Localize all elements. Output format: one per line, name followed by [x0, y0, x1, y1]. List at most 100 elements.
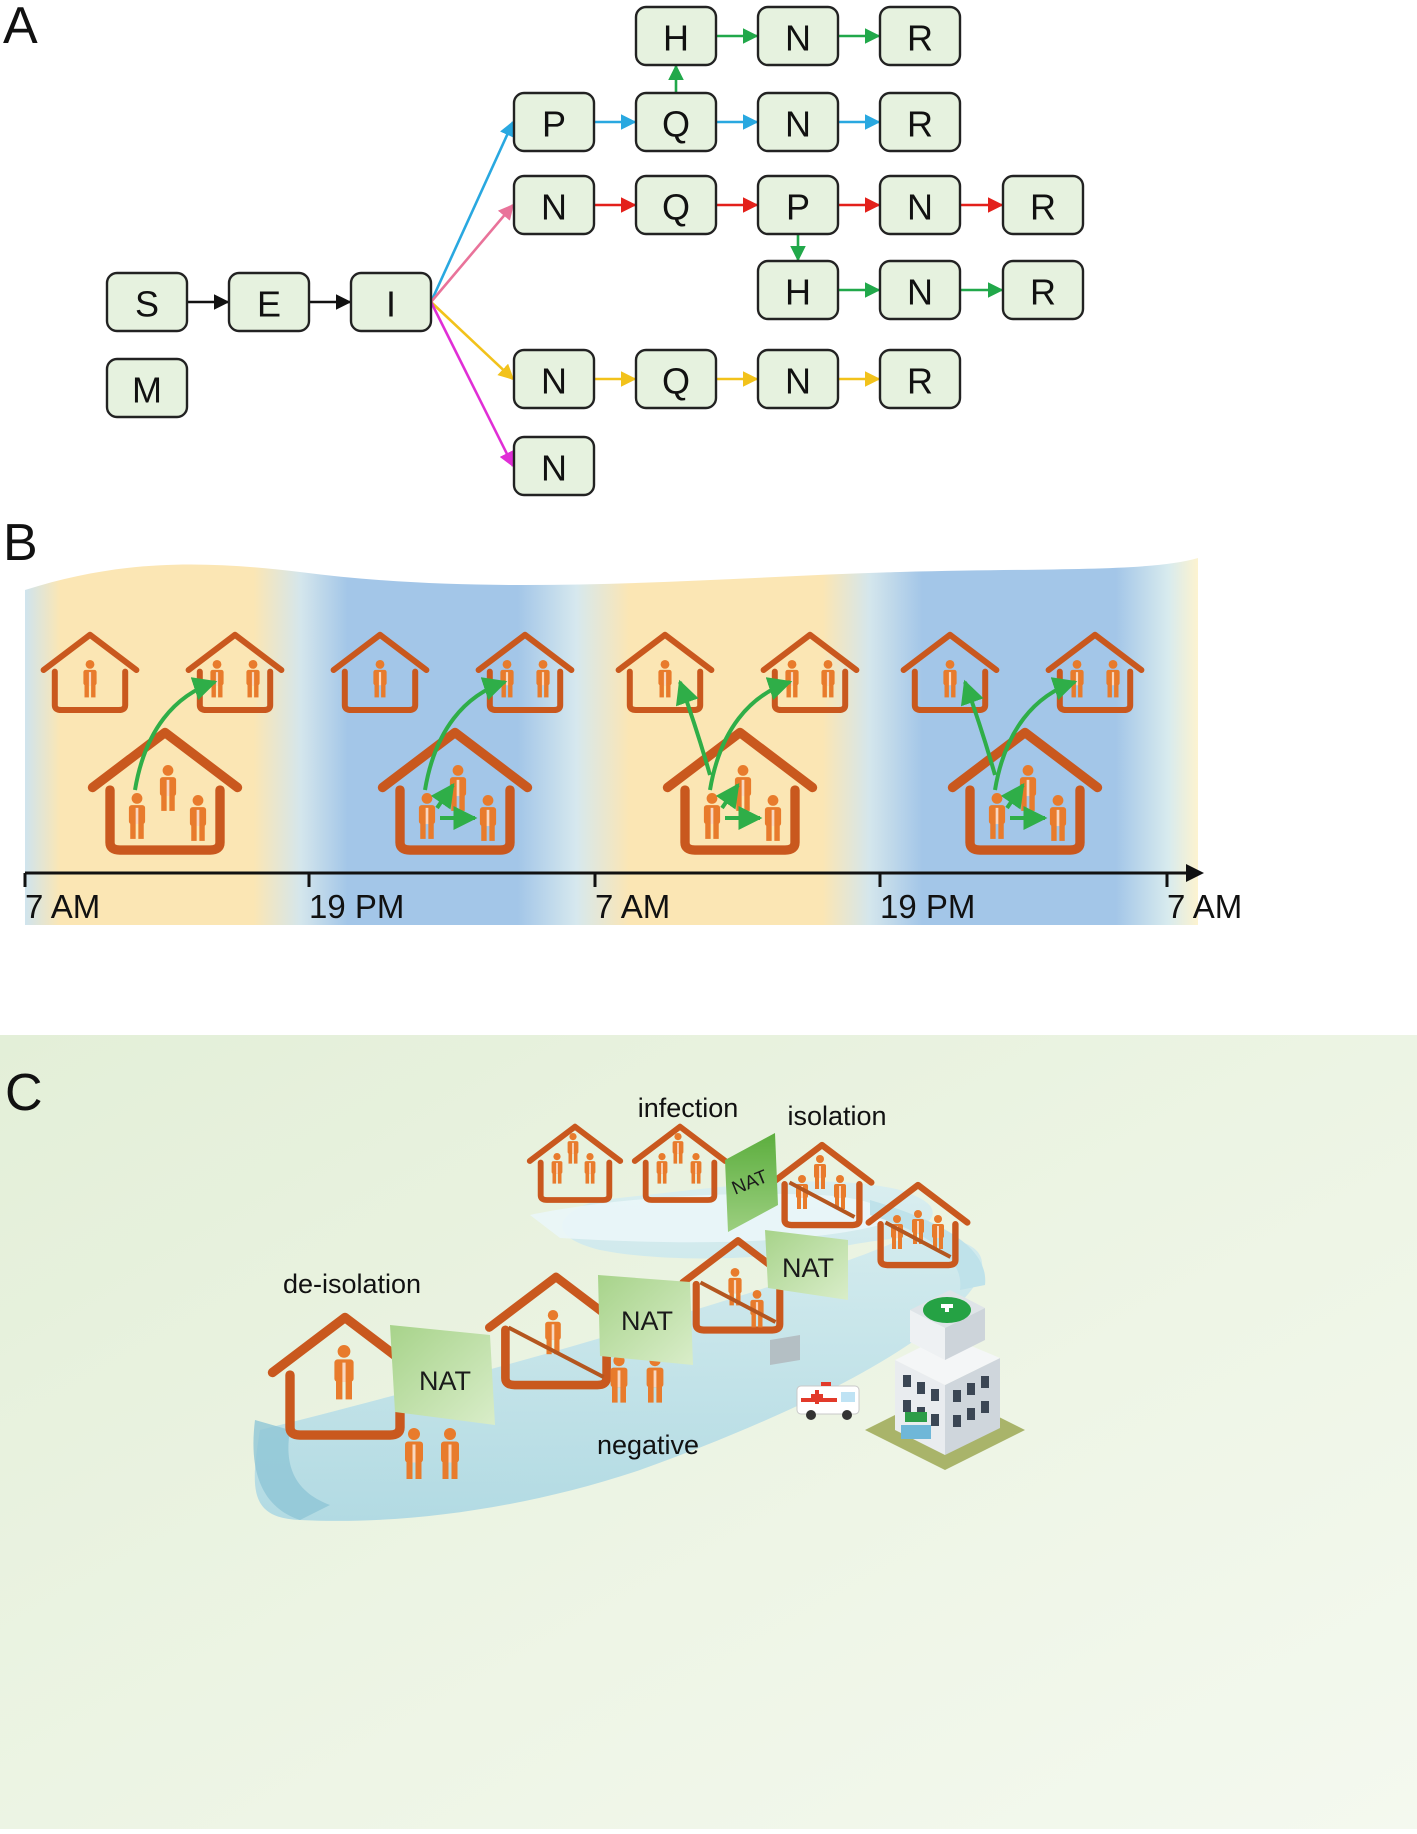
flow-node-label: Q	[662, 104, 690, 145]
flow-node-I: I	[349, 271, 433, 333]
person-icon	[764, 795, 782, 841]
person-icon	[672, 1133, 684, 1164]
travel-arrow	[708, 677, 793, 791]
person-icon	[545, 1310, 561, 1355]
svg-text:NAT: NAT	[419, 1366, 471, 1396]
return-arrow	[960, 679, 997, 776]
flow-node-b3r: R	[878, 348, 962, 410]
negative-people	[610, 1355, 664, 1403]
infection-arrow	[715, 783, 740, 810]
flow-node-b3n: N	[512, 348, 596, 410]
isolation-strike	[507, 1325, 605, 1379]
person-icon	[584, 1153, 596, 1184]
flow-node-b3n2: N	[756, 348, 840, 410]
time-tick-label: 7 AM	[595, 888, 670, 925]
flow-node-b2p: P	[756, 174, 840, 236]
flow-node-label: N	[785, 104, 811, 145]
isolated-household-2	[865, 1181, 971, 1269]
travel-arrow	[993, 677, 1078, 791]
panel-b-label: B	[3, 514, 38, 572]
large-house	[947, 727, 1103, 855]
person-icon	[821, 660, 835, 698]
flow-node-b1h: H	[634, 5, 718, 67]
person-icon	[373, 660, 387, 698]
isolation-label: isolation	[787, 1101, 886, 1131]
person-icon	[814, 1155, 826, 1189]
flow-node-label: R	[907, 104, 933, 145]
infection-arrow	[1000, 783, 1025, 810]
house-icon	[865, 1181, 971, 1269]
time-tick-label: 7 AM	[1167, 888, 1242, 925]
flow-node-b1hn: N	[756, 5, 840, 67]
person-icon	[656, 1153, 668, 1184]
day-night-band	[25, 558, 1198, 925]
flow-node-b2hr: R	[1001, 259, 1085, 321]
hospital-building-icon	[865, 1290, 1025, 1470]
person-icon	[159, 765, 177, 811]
return-arrow	[675, 679, 712, 776]
flow-node-label: N	[907, 272, 933, 313]
flow-node-label: N	[907, 187, 933, 228]
person-icon	[703, 793, 721, 839]
small-house-left	[900, 631, 1000, 713]
person-icon	[1049, 795, 1067, 841]
person-icon	[690, 1153, 702, 1184]
flow-node-label: N	[541, 361, 567, 402]
negative-label: negative	[597, 1430, 699, 1460]
isolation-strike	[788, 1180, 856, 1219]
nat-card-1: NAT	[390, 1325, 495, 1425]
panel-c-label: C	[5, 1064, 43, 1122]
flow-node-label: P	[542, 104, 566, 145]
flow-node-label: M	[132, 370, 162, 411]
scenario-houses	[267, 1123, 971, 1479]
household-2	[631, 1123, 729, 1203]
person-icon	[128, 793, 146, 839]
flow-node-b1p: P	[512, 91, 596, 153]
flow-node-b1q: Q	[634, 91, 718, 153]
flow-node-label: Q	[662, 361, 690, 402]
svg-text:NAT: NAT	[621, 1306, 673, 1336]
flow-node-b2hn: N	[878, 259, 962, 321]
person-icon	[479, 795, 497, 841]
person-icon	[441, 1428, 459, 1479]
flow-node-b2n2: N	[878, 174, 962, 236]
flow-node-label: R	[907, 361, 933, 402]
large-house	[662, 727, 818, 855]
person-icon	[610, 1355, 628, 1403]
flow-node-M: M	[105, 357, 189, 419]
flow-node-b2r: R	[1001, 174, 1085, 236]
house-icon	[769, 1141, 875, 1229]
timeline-period-1	[40, 631, 285, 855]
flow-node-label: R	[1030, 272, 1056, 313]
flow-node-label: N	[541, 187, 567, 228]
nat-card-4: NAT	[725, 1133, 778, 1232]
flow-node-b2n: N	[512, 174, 596, 236]
small-house-right	[760, 631, 860, 713]
flow-node-label: N	[541, 448, 567, 489]
flow-node-label: R	[907, 18, 933, 59]
person-icon	[405, 1428, 423, 1479]
flow-node-b4n: N	[512, 435, 596, 497]
timeline-period-2	[330, 631, 575, 855]
person-icon	[189, 795, 207, 841]
time-tick-label: 7 AM	[25, 888, 100, 925]
timeline-period-3	[615, 631, 860, 855]
flow-node-label: E	[257, 284, 281, 325]
flow-arrows	[187, 28, 1004, 468]
flow-node-label: I	[386, 284, 396, 325]
de-isolation-label: de-isolation	[283, 1269, 421, 1299]
person-icon	[943, 660, 957, 698]
time-tick-label: 19 PM	[309, 888, 404, 925]
flow-arrow-I-b2n	[430, 203, 515, 303]
flow-arrow-I-b3n	[430, 301, 515, 381]
person-icon	[334, 1345, 354, 1400]
flow-node-b2h: H	[756, 259, 840, 321]
person-icon	[932, 1215, 944, 1249]
flow-node-label: H	[663, 18, 689, 59]
svg-text:NAT: NAT	[782, 1253, 834, 1283]
isolation-strike	[699, 1280, 777, 1324]
flow-node-b2q: Q	[634, 174, 718, 236]
